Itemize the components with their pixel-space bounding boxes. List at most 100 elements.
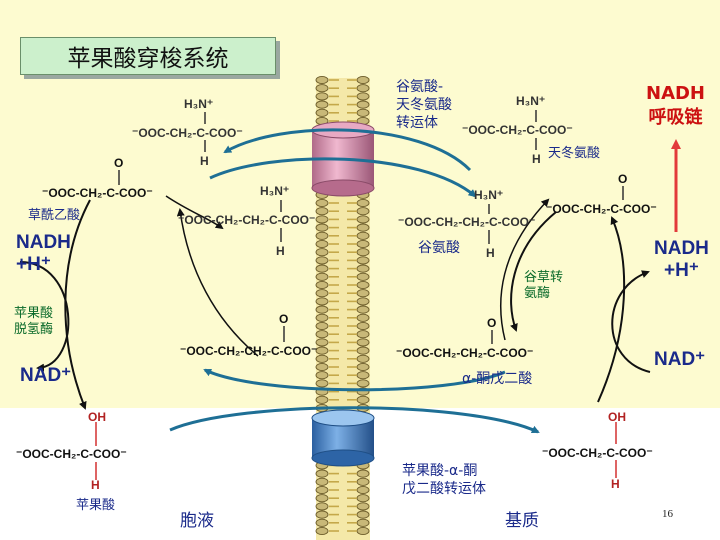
matrix-glu-backbone: ⁻OOC-CH₂-CH₂-C-COO⁻: [398, 215, 536, 229]
matrix-asp-backbone: ⁻OOC-CH₂-C-COO⁻: [462, 123, 573, 137]
cytosol-akg-carbonyl: O: [279, 312, 289, 326]
matrix-akg-backbone: ⁻OOC-CH₂-CH₂-C-COO⁻: [396, 346, 534, 360]
lipid-head: [356, 346, 370, 355]
matrix-oaa-carbonyl: O: [618, 172, 628, 186]
lipid-head: [315, 264, 329, 273]
glutamate-label: 谷氨酸: [418, 240, 460, 256]
lipid-head: [315, 395, 329, 404]
matrix-glu-h: H: [486, 246, 495, 260]
cytosol-malate-oh: OH: [88, 410, 106, 424]
cytosol-transamination-arc: [165, 195, 224, 230]
matrix-malate-oh: OH: [608, 410, 626, 424]
lipid-head: [356, 297, 370, 306]
matrix-akg-carbonyl: O: [487, 316, 497, 330]
lipid-head: [356, 75, 370, 85]
cytosol-glu-backbone: ⁻OOC-CH₂-CH₂-C-COO⁻: [178, 213, 316, 227]
oxaloacetate-label: 草酰乙酸: [28, 208, 81, 223]
cytosol-label: 胞液: [180, 511, 214, 531]
lipid-head: [315, 379, 329, 388]
cytosol-malate-h: H: [91, 478, 100, 492]
lipid-head: [356, 321, 370, 331]
matrix-asp-amine: H₃N⁺: [516, 94, 546, 108]
lipid-head: [315, 231, 329, 240]
lipid-head: [315, 92, 329, 101]
lipid-head: [315, 289, 329, 298]
lipid-head: [315, 354, 329, 363]
cytosol-nad-label: NAD⁺: [20, 365, 72, 386]
cytosol-asp-h: H: [200, 154, 209, 168]
lipid-head: [356, 198, 370, 208]
lipid-head: [356, 231, 370, 240]
lipid-head: [315, 518, 329, 527]
glutamate-import-arrow: [209, 157, 477, 198]
malate-dehydrogenase-label: 苹果酸 脱氢酶: [14, 306, 54, 337]
cytosol-malate-backbone: ⁻OOC-CH₂-C-COO⁻: [16, 447, 127, 461]
lipid-head: [356, 305, 370, 314]
lipid-head: [356, 354, 370, 363]
nadh-respiratory-chain-label: NADH 呼吸链: [646, 83, 706, 128]
lipid-head: [315, 256, 329, 265]
lipid-head: [315, 198, 329, 208]
akg-export-arrow: [203, 368, 506, 392]
malate-to-oaa-arc: [597, 216, 626, 403]
lipid-head: [315, 494, 329, 503]
lipid-head: [315, 248, 329, 257]
lipid-head: [356, 84, 370, 93]
lipid-head: [356, 362, 370, 372]
cytosol-nadh-arc: [19, 261, 70, 372]
aspartate-label: 天冬氨酸: [548, 146, 601, 161]
lipid-head: [356, 272, 370, 281]
lipid-head: [315, 502, 329, 511]
lipid-head: [315, 100, 329, 109]
lipid-head: [356, 280, 370, 290]
lipid-head: [315, 321, 329, 331]
lipid-head: [356, 215, 370, 224]
matrix-nadh-label: NADH +H⁺: [654, 238, 709, 281]
matrix-malate-h: H: [611, 477, 620, 491]
matrix-glu-amine: H₃N⁺: [474, 188, 504, 202]
cytosol-asp-amine: H₃N⁺: [184, 97, 214, 111]
cytosol-glu-amine: H₃N⁺: [260, 184, 290, 198]
lipid-head: [356, 371, 370, 380]
lipid-head: [356, 379, 370, 388]
lipid-head: [315, 313, 329, 322]
lipid-head: [356, 256, 370, 265]
matrix-asp-h: H: [532, 152, 541, 166]
lipid-head: [315, 346, 329, 355]
cytosol-nadh-label: NADH +H⁺: [16, 232, 71, 275]
cytosol-oaa-backbone: ⁻OOC-CH₂-C-COO⁻: [42, 186, 153, 200]
lipid-head: [315, 305, 329, 314]
matrix-nad-label: NAD⁺: [654, 349, 706, 370]
lipid-head: [356, 100, 370, 109]
lipid-head: [356, 494, 370, 503]
matrix-label: 基质: [505, 511, 539, 531]
lipid-head: [356, 502, 370, 511]
lipid-head: [315, 469, 329, 478]
page-number: 16: [662, 508, 673, 520]
lipid-head: [315, 215, 329, 224]
lipid-head: [356, 248, 370, 257]
lipid-head: [315, 75, 329, 85]
lipid-head: [356, 264, 370, 273]
lipid-head: [315, 297, 329, 306]
lipid-head: [356, 526, 370, 536]
lipid-head: [356, 108, 370, 117]
lipid-head: [356, 239, 370, 249]
transamination-arc-up: [500, 198, 550, 341]
lipid-head: [315, 207, 329, 216]
lipid-head: [315, 485, 329, 495]
lipid-head: [356, 510, 370, 519]
lipid-head: [315, 280, 329, 290]
glu-asp-transporter-label: 谷氨酸- 天冬氨酸 转运体: [396, 79, 452, 131]
malate-import-arrow: [169, 406, 540, 434]
lipid-head: [315, 223, 329, 232]
lipid-head: [356, 485, 370, 495]
malate-label: 苹果酸: [76, 498, 116, 513]
malate-akg-transporter: [311, 409, 375, 467]
lipid-head: [315, 108, 329, 117]
lipid-head: [315, 362, 329, 372]
lipid-head: [315, 526, 329, 536]
cytosol-akg-backbone: ⁻OOC-CH₂-CH₂-C-COO⁻: [180, 344, 318, 358]
